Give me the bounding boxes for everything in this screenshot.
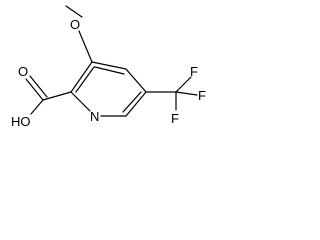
- methoxy-oxygen-label: O: [70, 17, 80, 32]
- carbonyl-oxygen-label: O: [18, 64, 28, 79]
- bond-c2-c3: [70, 61, 93, 93]
- bond-c2-ccooh: [42, 91, 72, 101]
- bond-c2-c3-inner: [75, 66, 95, 93]
- fluorine-top-label: F: [190, 64, 198, 79]
- bond-o-c3: [78, 30, 93, 63]
- bond-cf3-f-middle: [175, 91, 198, 96]
- bond-c5-c6: [125, 91, 147, 117]
- bond-c5-c6-inner: [122, 91, 142, 113]
- bond-c-o-double-2: [29, 75, 48, 98]
- bond-c4-c5: [125, 68, 147, 93]
- fluorine-middle-label: F: [198, 88, 206, 103]
- bond-c-oh: [30, 99, 44, 115]
- bond-c3-c4: [91, 61, 127, 70]
- ring-nitrogen-label: N: [90, 109, 99, 124]
- hydroxyl-label: HO: [11, 114, 31, 129]
- bond-c-o-double-1: [25, 78, 44, 101]
- bond-c3-c4-inner: [94, 66, 125, 75]
- bond-methyl-o: [65, 5, 83, 18]
- bond-cf3-f-top: [175, 76, 192, 93]
- bond-n-c2: [70, 91, 91, 112]
- molecule-diagram: O N HO O F F F: [11, 5, 206, 129]
- fluorine-bottom-label: F: [171, 111, 179, 126]
